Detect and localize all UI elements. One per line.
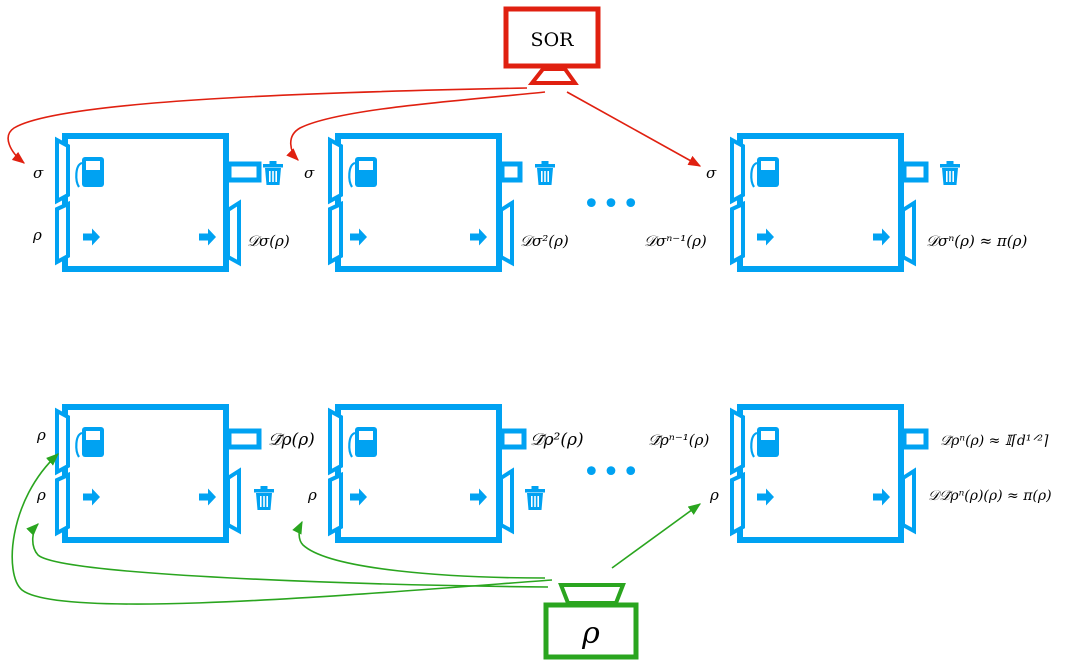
top-output-2: 𝒟σ²(ρ): [520, 232, 569, 250]
arrow-right-icon: [83, 228, 100, 246]
bottom-input-state-2: ρ: [307, 486, 317, 504]
bottom-output-1: 𝒟̃ρ(ρ): [268, 430, 315, 450]
arrow-right-icon: [873, 488, 890, 506]
sor-arrow-1: [7, 87, 528, 164]
trash-icon: [940, 161, 960, 185]
arrow-right-icon: [757, 228, 774, 246]
arrow-right-icon: [199, 488, 216, 506]
rho-arrow-1: [11, 453, 553, 605]
top-input-state-1: ρ: [32, 226, 42, 244]
arrow-right-icon: [350, 228, 367, 246]
machine-bottom-3: [730, 404, 929, 543]
bottom-input-state-3: ρ: [709, 486, 719, 504]
fuel-pump-icon: [750, 425, 781, 459]
fuel-pump-icon: [75, 425, 106, 459]
sor-label: SOR: [531, 29, 575, 51]
sor-arrow-2: [286, 91, 546, 161]
fuel-pump-icon: [75, 155, 106, 189]
bottom-output-2: 𝒟̃ρ²(ρ): [530, 430, 584, 450]
top-input-fuel-1: σ: [33, 164, 44, 182]
bottom-output-5: 𝒟𝒟̃ρⁿ(ρ)(ρ) ≈ π(ρ): [928, 488, 1052, 504]
sor-arrow-3: [566, 91, 702, 167]
top-input-fuel-2: σ: [304, 164, 315, 182]
arrow-right-icon: [350, 488, 367, 506]
machine-bottom-2: [328, 404, 545, 543]
bottom-ellipsis: •••: [582, 455, 641, 490]
rho-arrow-3: [292, 520, 546, 579]
rho-arrow-2: [26, 523, 549, 588]
arrow-right-icon: [470, 488, 487, 506]
bottom-input-state-1: ρ: [36, 486, 46, 504]
trash-icon: [535, 161, 555, 185]
rho-source-label: ρ: [581, 616, 600, 651]
fuel-pump-icon: [348, 155, 379, 189]
machine-bottom-1: [55, 404, 274, 543]
arrow-right-icon: [470, 228, 487, 246]
trash-icon: [263, 161, 283, 185]
bottom-input-fuel-1: ρ: [36, 426, 46, 444]
bottom-output-3: 𝒟̃ρⁿ⁻¹(ρ): [648, 431, 709, 449]
arrow-right-icon: [757, 488, 774, 506]
bottom-output-4: 𝒟̃ρⁿ(ρ) ≈ 𝕀⌈d¹ᐟ²⌉: [940, 433, 1049, 449]
machine-top-1: [55, 133, 283, 272]
sor-source: SOR: [503, 6, 601, 85]
fuel-pump-icon: [348, 425, 379, 459]
machine-top-3: [730, 133, 960, 272]
top-output-4: 𝒟σⁿ(ρ) ≈ π(ρ): [926, 232, 1027, 250]
top-ellipsis: •••: [582, 187, 641, 222]
arrow-right-icon: [873, 228, 890, 246]
top-output-1: 𝒟σ(ρ): [247, 232, 290, 250]
fuel-pump-icon: [750, 155, 781, 189]
arrow-right-icon: [199, 228, 216, 246]
top-output-3: 𝒟σⁿ⁻¹(ρ): [644, 232, 707, 250]
rho-arrow-4: [611, 503, 702, 569]
trash-icon: [254, 486, 274, 510]
arrow-right-icon: [83, 488, 100, 506]
top-input-fuel-3: σ: [706, 164, 717, 182]
machine-top-2: [328, 133, 555, 272]
trash-icon: [525, 486, 545, 510]
rho-source: ρ: [543, 583, 639, 660]
